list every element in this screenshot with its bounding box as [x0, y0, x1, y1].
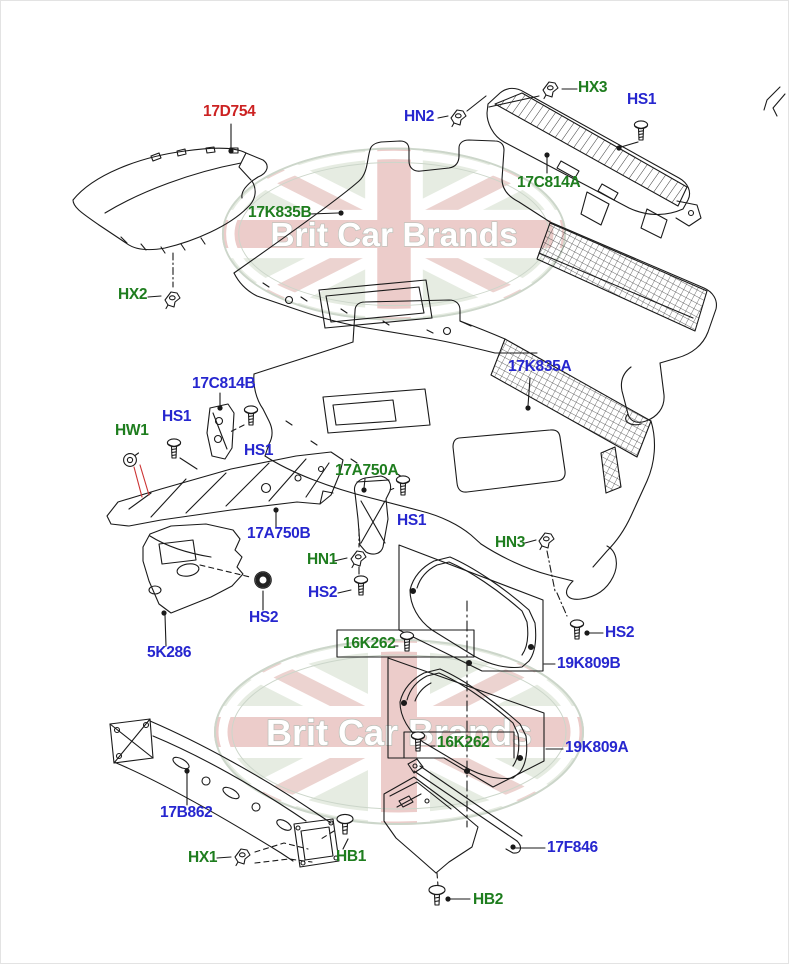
part-17c814a-closure-panel: [437, 86, 786, 239]
part-17c814b-bracket: [179, 392, 245, 470]
watermark-text: Brit Car Brands: [270, 217, 517, 254]
part-label-hn3: HN3: [495, 534, 526, 551]
part-17f846-valance: [383, 758, 546, 900]
hx2-clip-icon: [164, 291, 181, 310]
part-label-hs2-mid: HS2: [308, 584, 338, 601]
part-17a750b-bracket-rail: [106, 451, 344, 528]
hw1-pin-icon: [123, 452, 140, 467]
part-label-17c814b: 17C814B: [192, 375, 256, 392]
part-17d754-corner-trim: [72, 123, 268, 298]
part-label-hb2: HB2: [473, 891, 504, 908]
hs1-screw-icon-left: [166, 438, 182, 459]
part-label-hs1-mid: HS1: [244, 442, 274, 459]
hn3-clip-icon: [538, 532, 555, 551]
hx3-clip-icon: [542, 81, 559, 100]
part-19k809b-panel-box: [336, 544, 556, 672]
part-17a750a-bracket: [333, 475, 396, 594]
part-label-17f846: 17F846: [547, 839, 598, 856]
part-label-hb1: HB1: [336, 848, 367, 865]
hs2-grommet-icon: [255, 572, 272, 589]
part-5k286-wheelarch-liner: [142, 523, 264, 647]
part-label-17d754: 17D754: [203, 103, 256, 120]
part-label-17k835a: 17K835A: [508, 358, 572, 375]
part-label-hs1-left: HS1: [162, 408, 192, 425]
part-17k835a-bumper-lower: [253, 299, 656, 617]
part-19k809a-panel-box: [387, 657, 564, 788]
part-label-hx2: HX2: [118, 286, 148, 303]
part-label-hn2: HN2: [404, 108, 435, 125]
part-label-16k262-1: 16K262: [343, 635, 396, 652]
hs2-screw-icon-right: [569, 619, 585, 640]
part-label-hx1: HX1: [188, 849, 218, 866]
part-label-17c814a: 17C814A: [517, 174, 581, 191]
hs2-screw-icon-mid: [353, 575, 369, 596]
part-label-19k809b: 19K809B: [557, 655, 621, 672]
hs1-screw-icon-bottom: [395, 475, 411, 496]
part-label-hs2-right: HS2: [605, 624, 635, 641]
hn2-clip-icon: [450, 109, 467, 128]
part-label-17a750a: 17A750A: [335, 462, 399, 479]
hs1-screw-icon-mid: [243, 405, 259, 426]
hs1-screw-icon-top: [633, 120, 649, 141]
part-label-hx3: HX3: [578, 79, 608, 96]
part-label-19k809a: 19K809A: [565, 739, 629, 756]
part-17b862-crash-beam: [109, 718, 349, 868]
watermark-bottom: Brit Car Brands: [213, 638, 585, 826]
part-label-hs1-top: HS1: [627, 91, 657, 108]
hb1-bolt-icon: [336, 813, 354, 835]
leader-dots: [161, 145, 622, 902]
hb2-bolt-icon: [428, 884, 446, 906]
watermark-top: Brit Car Brands: [221, 147, 567, 322]
part-label-hn1: HN1: [307, 551, 338, 568]
part-label-17k835b: 17K835B: [248, 204, 312, 221]
part-label-16k262-2: 16K262: [437, 734, 490, 751]
part-label-hs1-bottom: HS1: [397, 512, 427, 529]
hn1-clip-icon: [350, 550, 367, 569]
hx1-clip-icon: [234, 848, 251, 867]
part-label-hs2-grommet: HS2: [249, 609, 279, 626]
part-label-17a750b: 17A750B: [247, 525, 311, 542]
part-label-hw1: HW1: [115, 422, 149, 439]
part-label-17b862: 17B862: [160, 804, 213, 821]
part-label-5k286: 5K286: [147, 644, 192, 661]
